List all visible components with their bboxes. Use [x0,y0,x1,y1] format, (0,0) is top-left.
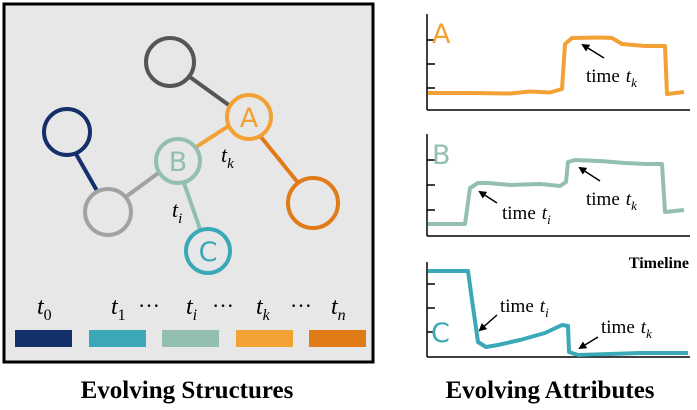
legend-swatch-ti [162,330,219,347]
legend-label-ti: ti [186,294,197,324]
node-gray-top [144,36,196,88]
plot-B-arrow-tk [578,166,601,182]
plot-C-arrow-ti [478,314,498,332]
plot-A-arrow-tk [581,43,605,59]
time-legend: t0 t1 ··· ti ··· tk ··· tn [15,293,366,347]
plot-C-label: C [431,318,450,349]
node-A [225,93,273,141]
legend-ellipsis-3: ··· [290,293,312,318]
legend-swatch-tn [309,330,366,347]
node-gray-mid [83,187,133,237]
caption-evolving-attributes: Evolving Attributes [445,377,654,404]
plot-C-arrow-tk [578,336,599,350]
legend-ellipsis-2: ··· [212,293,234,318]
plot-A-ticks [427,39,435,89]
legend-label-tn: tn [331,294,346,324]
legend-swatch-t0 [15,330,72,347]
legend-swatch-t1 [89,330,146,347]
node-B [154,137,202,185]
plot-C-ticks [427,283,435,333]
node-orange [286,176,340,230]
plot-C-series [428,269,688,357]
plot-A-label: A [432,19,451,50]
node-navy [42,107,92,157]
node-A-label: A [240,103,259,134]
legend-swatch-tk [236,330,293,347]
legend-label-t1: t1 [111,294,126,324]
node-C-label: C [199,237,218,268]
plot-B-arrow-ti [478,190,498,204]
plot-A-series [428,35,685,96]
node-C [184,227,232,275]
plot-B-ticks [427,159,435,211]
edge-label-ti: ti [172,197,182,227]
timeline-label: Timeline [629,255,689,272]
structures-panel: A B C tk ti t0 t1 ··· ti ··· tk ··· tn E… [2,2,375,404]
legend-label-t0: t0 [37,294,52,324]
legend-ellipsis-1: ··· [138,293,160,318]
plot-B-label: B [432,140,451,171]
plot-B-series [428,158,685,226]
legend-label-tk: tk [256,294,271,324]
caption-evolving-structures: Evolving Structures [81,377,294,404]
node-B-label: B [169,147,188,178]
edge-label-tk: tk [221,142,234,172]
